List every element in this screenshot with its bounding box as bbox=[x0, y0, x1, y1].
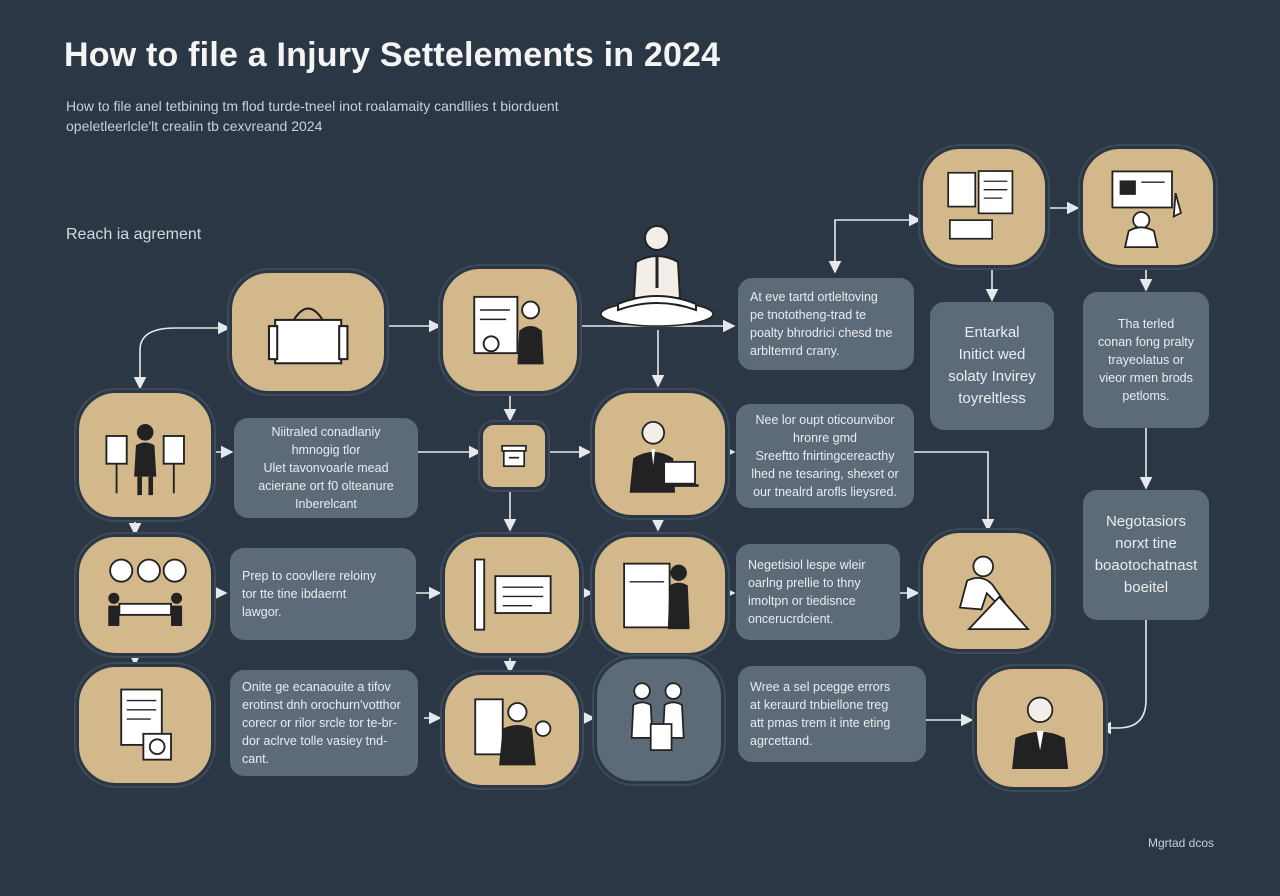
info-box-2: Entarkal Initict wed solaty Invirey toyr… bbox=[930, 302, 1054, 430]
lawyer-with-book-icon bbox=[600, 225, 714, 327]
step-node-documents[interactable] bbox=[920, 146, 1048, 268]
info-box-4: Niitraled conadlaniy hmnogig tlor Ulet t… bbox=[234, 418, 418, 518]
step-node-signing[interactable] bbox=[920, 530, 1054, 652]
step-node-small-box[interactable] bbox=[480, 422, 548, 490]
step-node-laptop[interactable] bbox=[592, 390, 728, 518]
subtitle-line-2: opeletleerlcle'lt crealin tb cexvreand 2… bbox=[66, 118, 323, 134]
lawyer-with-book-figure bbox=[598, 218, 716, 330]
info-box-5: Nee lor oupt oticounvibor hronre gmd Sre… bbox=[736, 404, 914, 508]
lawyer-laptop-icon bbox=[629, 421, 699, 494]
page-subtitle: How to file anel tetbining tm flod turde… bbox=[66, 96, 686, 136]
step-node-whiteboard[interactable] bbox=[440, 266, 580, 394]
footer-note: Mgrtad dcos bbox=[1147, 836, 1214, 850]
bag-icon bbox=[267, 307, 349, 365]
step-node-presenter[interactable] bbox=[442, 672, 582, 788]
info-box-10: Wree a sel pcegge errors at keraurd tnbi… bbox=[738, 666, 926, 762]
info-box-1: At eve tartd ortleltoving pe tnototheng-… bbox=[738, 278, 914, 370]
info-box-9: Onite ge ecanaouite a tifov erotinst dnh… bbox=[230, 670, 418, 776]
small-box-icon bbox=[501, 444, 527, 468]
computer-assist-icon bbox=[1111, 170, 1182, 248]
step-node-meeting[interactable] bbox=[76, 534, 214, 656]
subtitle-line-1: How to file anel tetbining tm flod turde… bbox=[66, 98, 559, 114]
step-node-computer[interactable] bbox=[1080, 146, 1216, 268]
man-at-board-icon bbox=[622, 563, 690, 630]
contract-stamp-icon bbox=[120, 689, 172, 761]
section-label: Reach ia agrement bbox=[66, 226, 202, 243]
courtroom-figure-icon bbox=[105, 423, 185, 495]
consultation-group-icon bbox=[630, 682, 685, 752]
step-node-man-board[interactable] bbox=[592, 534, 728, 656]
presenter-easel-icon bbox=[474, 697, 552, 765]
step-node-document-board[interactable] bbox=[442, 534, 582, 656]
step-node-consultation[interactable] bbox=[594, 656, 724, 784]
step-node-courtroom[interactable] bbox=[76, 390, 214, 520]
step-node-contract[interactable] bbox=[76, 664, 214, 786]
whiteboard-presenter-icon bbox=[473, 296, 544, 365]
step-node-bag[interactable] bbox=[229, 270, 387, 394]
info-box-7: Prep to coovllere reloiny tor tte tine i… bbox=[230, 548, 416, 640]
signing-figure-icon bbox=[958, 556, 1031, 631]
info-box-3: Tha terled conan fong pralty trayeolatus… bbox=[1083, 292, 1209, 428]
page-title: How to file a Injury Settelements in 202… bbox=[64, 36, 721, 74]
document-set-icon bbox=[947, 170, 1014, 240]
info-box-6: Negotasiors norxt tine boaotochatnast bo… bbox=[1083, 490, 1209, 620]
document-board-icon bbox=[474, 559, 552, 631]
step-node-businessman[interactable] bbox=[974, 666, 1106, 790]
info-box-8: Negetisiol lespe wleir oarlng prellie to… bbox=[736, 544, 900, 640]
group-meeting-icon bbox=[108, 559, 187, 627]
businessman-icon bbox=[1011, 696, 1069, 770]
